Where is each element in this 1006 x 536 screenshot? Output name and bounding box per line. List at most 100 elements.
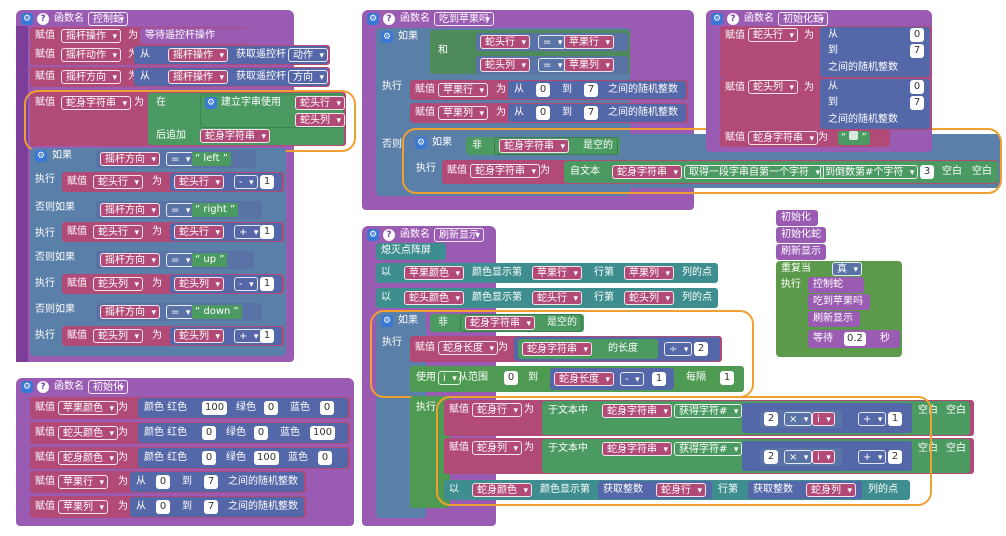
number-one[interactable]: 1 xyxy=(260,329,274,343)
function-name-field[interactable]: 初始化 xyxy=(88,380,128,395)
string-up-value[interactable]: up xyxy=(203,254,217,265)
show-head-point[interactable]: 以 蛇头颜色 颜色显示第 蛇头行 行第 蛇头列 列的点 xyxy=(376,288,718,308)
set-apple-color[interactable]: 赋值 苹果颜色 为 颜色 红色 100 绿色 0 蓝色 0 xyxy=(30,397,350,419)
var-snake-length-dropdown[interactable]: 蛇身长度 xyxy=(438,341,498,356)
min-value[interactable]: 0 xyxy=(536,106,550,120)
number-three[interactable]: 3 xyxy=(920,165,934,179)
green-value[interactable]: 100 xyxy=(254,451,280,465)
math-block[interactable]: 蛇头列 + 1 xyxy=(170,327,282,345)
operator-minus-dropdown[interactable]: - xyxy=(234,175,258,190)
operator-plus-dropdown[interactable]: + xyxy=(234,329,263,344)
get-joystick-action-block[interactable]: 从 摇杆操作 获取遥控杆 动作 xyxy=(134,46,328,64)
var-head-row-dropdown[interactable]: 蛇头行 xyxy=(480,35,530,50)
operator-divide-dropdown[interactable]: ÷ xyxy=(664,342,693,357)
var-joystick-op-dropdown[interactable]: 摇杆操作 xyxy=(168,48,228,63)
gear-icon[interactable]: ⚙ xyxy=(711,13,723,25)
max-value[interactable]: 7 xyxy=(204,475,218,489)
not-block[interactable]: 非 蛇身字符串 是空的 xyxy=(466,137,620,155)
string-left-value[interactable]: left xyxy=(203,153,220,164)
var-joystick-dir-dropdown[interactable]: 摇杆方向 xyxy=(100,305,160,320)
wait-joystick-block[interactable]: 等待遥控杆操作 xyxy=(140,28,246,44)
plus-block[interactable]: 2 × i + 1 xyxy=(742,403,912,433)
var-head-col-dropdown[interactable]: 蛇头列 xyxy=(174,329,224,344)
set-snake-length[interactable]: 赋值 蛇身长度 为 蛇身字符串 的长度 ÷ 2 xyxy=(410,336,722,362)
random-block[interactable]: 从 0 到 7 之间的随机整数 xyxy=(508,104,686,122)
operator-eq-dropdown[interactable]: = xyxy=(538,58,567,73)
red-value[interactable]: 100 xyxy=(202,401,228,415)
get-char-dropdown[interactable]: 获得字符# xyxy=(674,442,743,457)
var-body-color-dropdown[interactable]: 蛇身颜色 xyxy=(58,451,118,466)
random-block[interactable]: 从 0 到 7 之间的随机整数 xyxy=(820,27,930,77)
var-apple-col-dropdown[interactable]: 苹果列 xyxy=(438,106,488,121)
true-dropdown[interactable]: 真 xyxy=(832,262,862,277)
operator-eq-dropdown[interactable]: = xyxy=(166,203,195,218)
is-empty-block[interactable]: 蛇身字符串 是空的 xyxy=(494,137,618,155)
condition-up[interactable]: 摇杆方向 = “ up ” xyxy=(96,251,254,269)
var-body-col-dropdown[interactable]: 蛇身列 xyxy=(472,441,522,456)
blue-value[interactable]: 0 xyxy=(318,451,332,465)
number-one[interactable]: 1 xyxy=(652,372,666,386)
var-head-row-dropdown[interactable]: 蛇头行 xyxy=(174,225,224,240)
operator-eq-dropdown[interactable]: = xyxy=(538,35,567,50)
red-value[interactable]: 0 xyxy=(202,451,216,465)
var-joystick-dir-dropdown[interactable]: 摇杆方向 xyxy=(100,203,160,218)
var-apple-col-dropdown[interactable]: 苹果列 xyxy=(58,500,108,515)
string-down[interactable]: “ down ” xyxy=(192,305,242,319)
var-apple-row-dropdown[interactable]: 苹果行 xyxy=(58,475,108,490)
build-string-block[interactable]: ⚙ 建立字串使用 蛇头行 蛇头列 xyxy=(200,94,345,128)
var-joystick-op-dropdown[interactable]: 摇杆操作 xyxy=(61,29,121,44)
gear-icon[interactable]: ⚙ xyxy=(367,229,379,241)
get-char-block[interactable]: 于文本中 蛇身字符串 获得字符# 2 × i + 1 空白 空白 xyxy=(542,401,970,435)
help-icon[interactable]: ? xyxy=(383,229,395,241)
var-head-row-dropdown[interactable]: 蛇头行 xyxy=(93,225,143,240)
color-block[interactable]: 颜色 红色 0 绿色 0 蓝色 100 xyxy=(138,423,348,443)
get-joystick-dir-block[interactable]: 从 摇杆操作 获取遥控杆 方向 xyxy=(134,68,328,86)
show-apple-point[interactable]: 以 苹果颜色 颜色显示第 苹果行 行第 苹果列 列的点 xyxy=(376,263,718,283)
var-body-col-dropdown[interactable]: 蛇身列 xyxy=(806,483,856,498)
var-apple-col-dropdown[interactable]: 苹果列 xyxy=(564,58,614,73)
math-block[interactable]: 蛇头行 - 1 xyxy=(170,173,282,191)
var-body-row-dropdown[interactable]: 蛇身行 xyxy=(472,403,522,418)
operator-plus-dropdown[interactable]: + xyxy=(234,225,263,240)
function-name-field[interactable]: 初始化蛇 xyxy=(778,12,828,27)
number-two[interactable]: 2 xyxy=(764,412,778,426)
clear-matrix-block[interactable]: 熄灭点阵屏 xyxy=(376,243,446,260)
math-block[interactable]: 蛇头列 - 1 xyxy=(170,275,282,293)
var-snake-string-dropdown[interactable]: 蛇身字符串 xyxy=(200,129,270,144)
wait-seconds-value[interactable]: 0.2 xyxy=(844,332,866,346)
var-head-col-dropdown[interactable]: 蛇头列 xyxy=(480,58,530,73)
help-icon[interactable]: ? xyxy=(37,381,49,393)
var-head-row-dropdown[interactable]: 蛇头行 xyxy=(748,28,798,43)
var-head-row-dropdown[interactable]: 蛇头行 xyxy=(93,175,143,190)
set-apple-col-random[interactable]: 赋值 苹果列 为 从 0 到 7 之间的随机整数 xyxy=(410,103,688,123)
string-right[interactable]: “ right ” xyxy=(192,203,239,217)
operator-minus-dropdown[interactable]: - xyxy=(234,277,258,292)
get-int-row[interactable]: 获取整数 蛇身行 xyxy=(598,481,712,499)
step-value[interactable]: 1 xyxy=(720,371,734,385)
number-two[interactable]: 2 xyxy=(888,450,902,464)
var-head-row-dropdown[interactable]: 蛇头行 xyxy=(532,291,582,306)
set-head-col-up[interactable]: 赋值 蛇头列 为 蛇头列 - 1 xyxy=(62,274,284,294)
var-i-dropdown[interactable]: i xyxy=(812,450,835,465)
condition-left[interactable]: 摇杆方向 = “ left ” xyxy=(96,150,256,168)
var-snake-length-dropdown[interactable]: 蛇身长度 xyxy=(554,372,614,387)
var-apple-col-dropdown[interactable]: 苹果列 xyxy=(624,266,674,281)
var-head-color-dropdown[interactable]: 蛇头颜色 xyxy=(404,291,464,306)
set-head-color[interactable]: 赋值 蛇头颜色 为 颜色 红色 0 绿色 0 蓝色 100 xyxy=(30,422,350,444)
is-empty-block[interactable]: 蛇身字符串 是空的 xyxy=(460,314,582,332)
min-value[interactable]: 0 xyxy=(156,500,170,514)
var-head-col-dropdown[interactable]: 蛇头列 xyxy=(624,291,674,306)
set-body-row[interactable]: 赋值 蛇身行 为 于文本中 蛇身字符串 获得字符# 2 × i + 1 空白 空… xyxy=(444,400,974,436)
compare-col[interactable]: 蛇头列 = 苹果列 xyxy=(476,56,628,74)
var-body-color-dropdown[interactable]: 蛇身颜色 xyxy=(472,483,532,498)
string-left[interactable]: “ left ” xyxy=(192,152,231,166)
condition-down[interactable]: 摇杆方向 = “ down ” xyxy=(96,303,262,321)
show-body-point[interactable]: 以 蛇身颜色 颜色显示第 获取整数 蛇身行 行第 获取整数 蛇身列 列的点 xyxy=(444,480,910,500)
divide-block[interactable]: 蛇身字符串 的长度 ÷ 2 xyxy=(514,337,720,361)
call-init[interactable]: 初始化 xyxy=(776,210,818,226)
var-head-col-dropdown[interactable]: 蛇头列 xyxy=(93,277,143,292)
min-value[interactable]: 0 xyxy=(910,80,924,94)
var-body-row-dropdown[interactable]: 蛇身行 xyxy=(656,483,706,498)
for-range-block[interactable]: 使用 i 从范围 0 到 蛇身长度 - 1 每隔 1 xyxy=(410,366,744,392)
empty-string[interactable]: “ ” xyxy=(838,131,870,145)
